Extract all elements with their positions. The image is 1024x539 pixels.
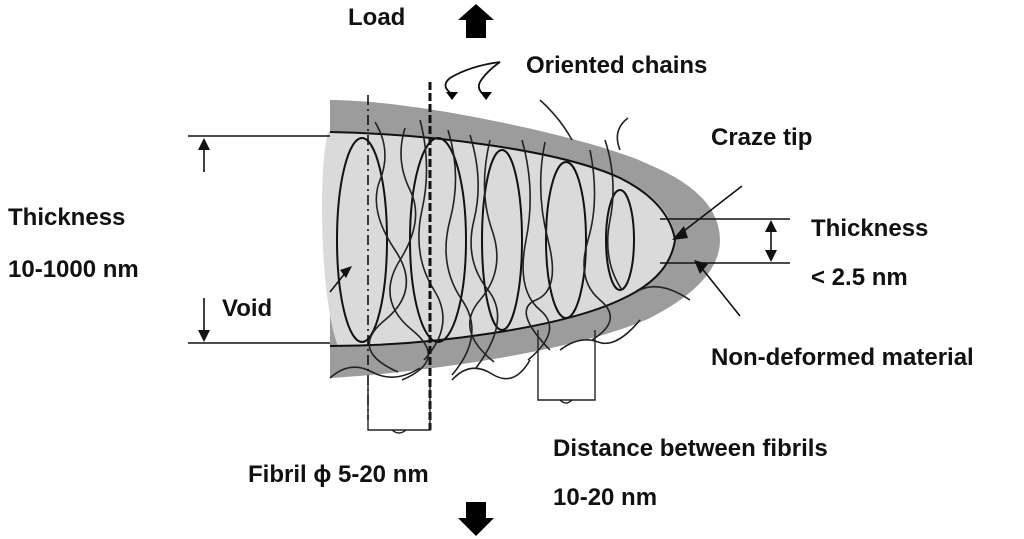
fibril-diameter-label: Fibril ϕ 5-20 nm — [248, 461, 429, 488]
distance-bracket-nub — [559, 399, 573, 404]
thickness-left-title: Thickness — [8, 204, 126, 231]
thickness-left-value: 10-1000 nm — [8, 256, 139, 283]
craze-body — [322, 132, 675, 346]
craze-tip-pointer-line — [679, 185, 743, 235]
thickness-left-down-arrowhead — [198, 330, 210, 342]
fibril-5 — [605, 189, 635, 291]
thickness-right-value: < 2.5 nm — [811, 264, 908, 291]
oriented-chain-pointers — [444, 61, 501, 97]
void-label: Void — [222, 295, 273, 322]
craze-upper-contour — [329, 131, 676, 241]
oriented-chains-label: Oriented chains — [526, 52, 708, 79]
void-pointer-arrowhead — [340, 266, 352, 278]
thickness-right-up-arrowhead — [765, 220, 777, 232]
fibril-bracket-nub — [391, 429, 407, 434]
fibril-1 — [336, 137, 388, 343]
fibrils — [336, 137, 635, 343]
chain-arrowhead-2 — [480, 92, 492, 100]
fibril-bracket — [367, 382, 431, 431]
thickness-right-down-arrowhead — [765, 250, 777, 262]
load-label: Load — [348, 4, 406, 31]
non-deformed-pointer-line — [699, 265, 741, 317]
craze-lower-contour — [329, 239, 676, 347]
distance-between-fibrils-title: Distance between fibrils — [553, 435, 828, 462]
craze-tip-label: Craze tip — [711, 124, 813, 151]
void-pointer-line — [329, 271, 347, 293]
load-down-arrow-icon — [458, 502, 494, 536]
distance-bracket — [537, 330, 596, 401]
fibril-3 — [481, 149, 523, 331]
non-deformed-label: Non-deformed material — [711, 344, 974, 371]
thickness-right-title: Thickness — [811, 215, 929, 242]
craze-tip-arrowhead — [672, 226, 688, 240]
thickness-left-up-arrowhead — [198, 138, 210, 150]
fibril-4 — [545, 161, 587, 319]
oriented-chains — [329, 99, 691, 381]
chain-arrowhead-1 — [446, 92, 458, 100]
non-deformed-arrowhead — [694, 260, 708, 274]
distance-between-fibrils-value: 10-20 nm — [553, 484, 658, 511]
load-up-arrow-icon — [458, 4, 494, 38]
